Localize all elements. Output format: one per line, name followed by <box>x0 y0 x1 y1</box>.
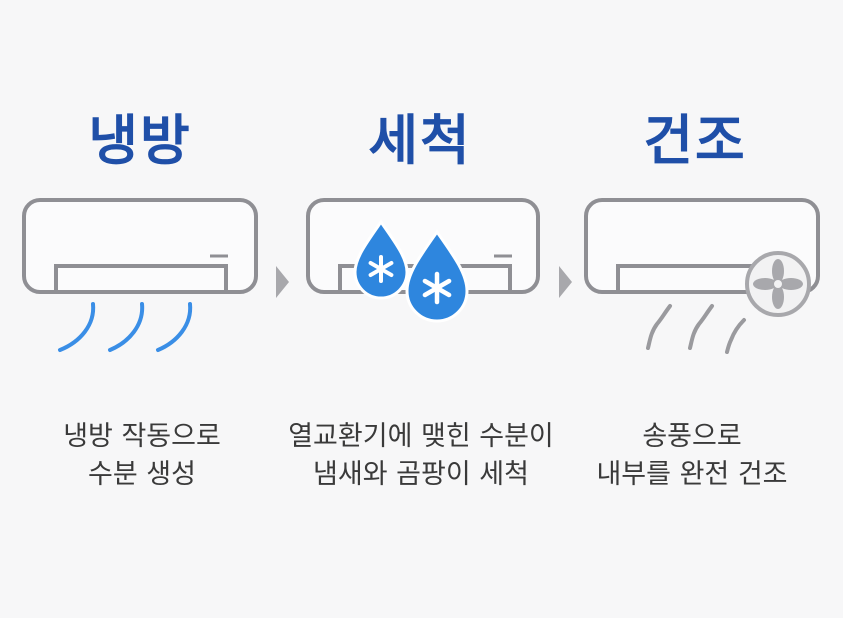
fan-icon <box>745 251 811 317</box>
description-line: 수분 생성 <box>88 459 196 490</box>
description-line: 열교환기에 맺힌 수분이 <box>288 421 554 452</box>
step-title-washing: 세척 <box>368 109 472 172</box>
next-step-arrow-icon <box>276 266 289 298</box>
description-line: 냄새와 곰팡이 세척 <box>313 459 529 490</box>
cold-airflow-icon <box>58 302 193 352</box>
water-drop-icon <box>353 219 469 323</box>
step-description-drying: 송풍으로 내부를 완전 건조 <box>542 418 842 494</box>
description-line: 송풍으로 <box>642 421 742 452</box>
step-title-cooling: 냉방 <box>88 109 192 172</box>
step-description-washing: 열교환기에 맺힌 수분이 냄새와 곰팡이 세척 <box>271 418 571 494</box>
description-line: 내부를 완전 건조 <box>596 459 788 490</box>
description-line: 냉방 작동으로 <box>63 421 221 452</box>
next-step-arrow-icon <box>559 266 572 298</box>
steam-airflow-icon <box>646 304 746 354</box>
step-description-cooling: 냉방 작동으로 수분 생성 <box>0 418 292 494</box>
step-title-drying: 건조 <box>643 109 747 172</box>
air-conditioner-unit-cooling <box>22 198 258 294</box>
